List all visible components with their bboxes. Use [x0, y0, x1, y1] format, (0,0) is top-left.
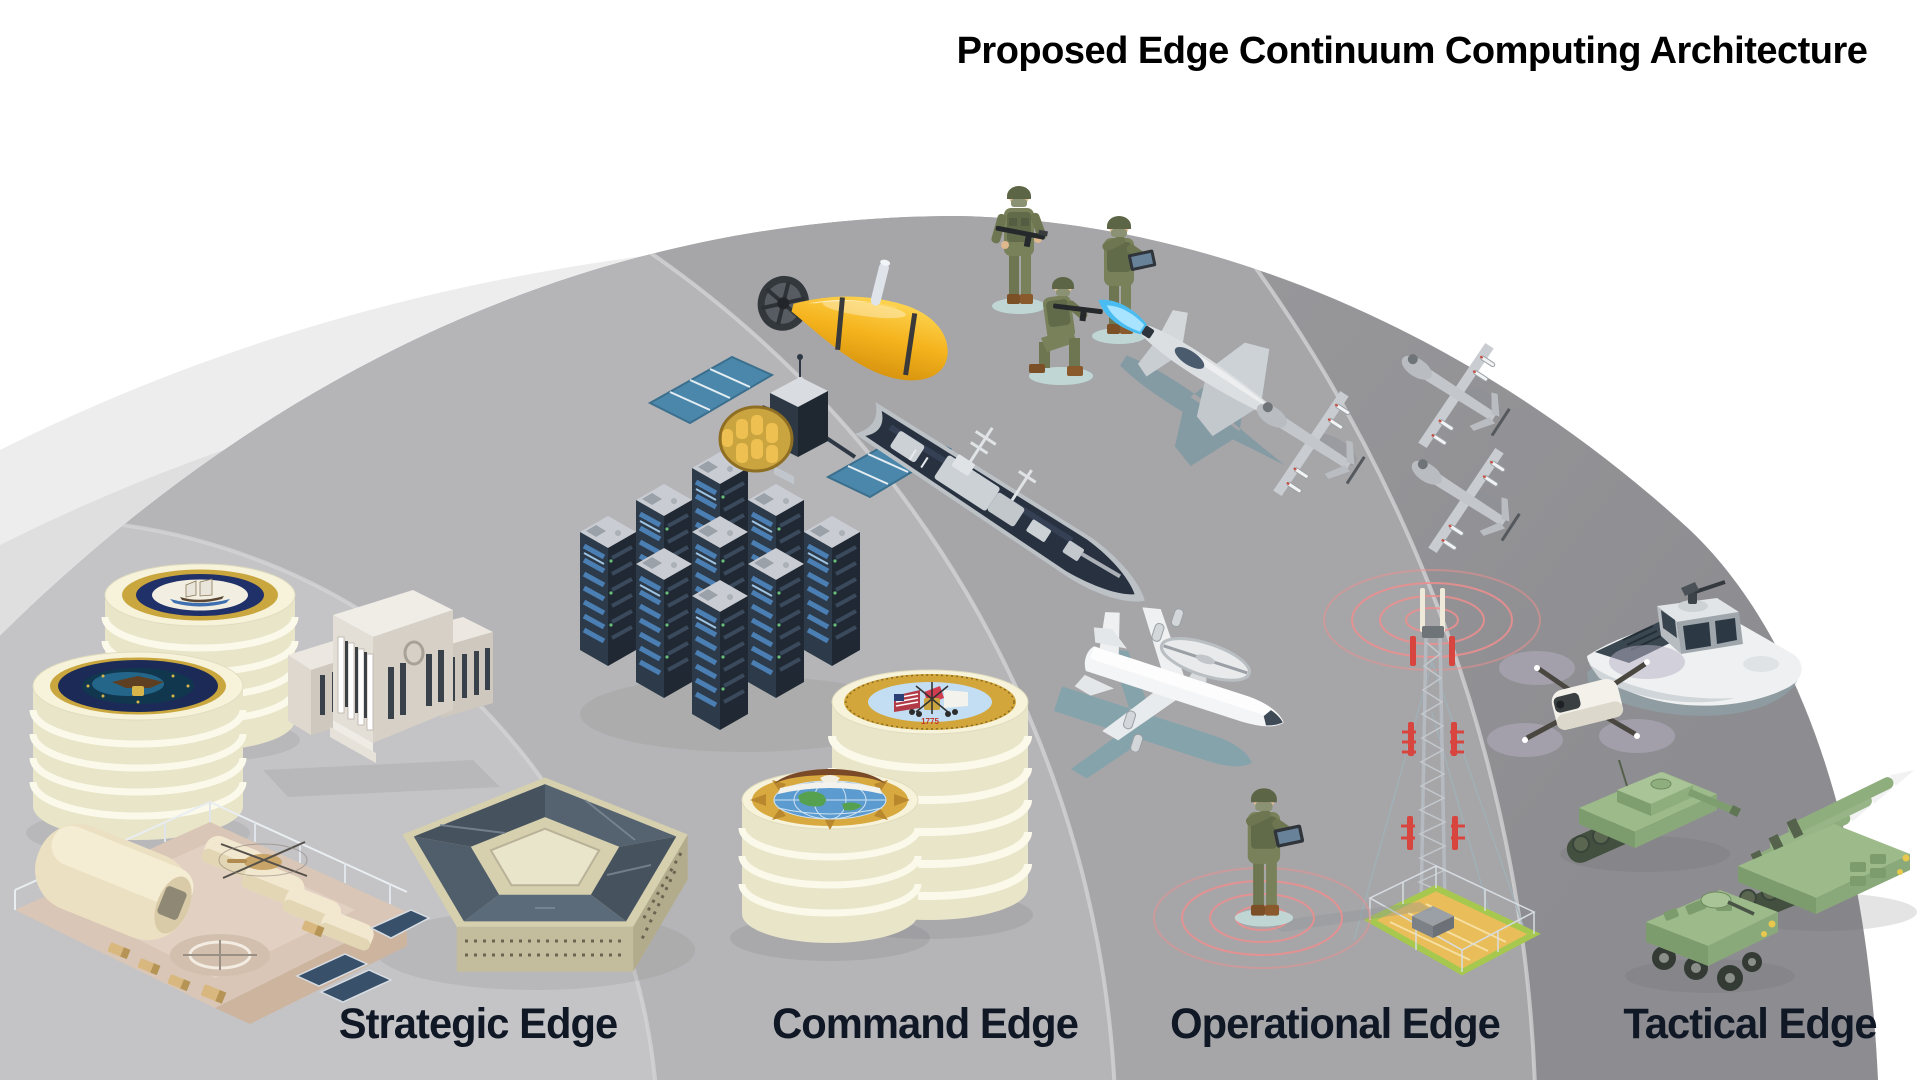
- army-seal-icon: 1775: [844, 674, 1016, 730]
- battle-tank: [1560, 759, 1742, 872]
- cyber-command-seal-icon: [50, 657, 226, 715]
- indo-pacific-seal-icon: [750, 769, 910, 830]
- radar-dome-icon: [1159, 637, 1251, 682]
- svg-text:1775: 1775: [921, 717, 939, 726]
- awacs-aircraft: [1053, 607, 1284, 779]
- propeller-icon: [757, 275, 809, 331]
- navy-seal-icon: [122, 569, 278, 621]
- communications-tower: [1323, 569, 1541, 976]
- cyber-command-coin-stack: [26, 651, 250, 857]
- naval-warship: [854, 402, 1145, 602]
- solar-panels-icon: [295, 909, 431, 1003]
- satellite-dish-icon: [718, 405, 794, 473]
- soldier-with-tablet: [1153, 788, 1432, 969]
- pentagon-building: [375, 777, 695, 990]
- afterburner-flame-icon: [1098, 299, 1147, 335]
- engine-pods-icon: [1122, 608, 1184, 753]
- stealth-fighter-jet: [1098, 299, 1307, 467]
- tank-turret-icon: [1617, 759, 1742, 818]
- tower-compound-icon: [1363, 865, 1541, 976]
- zone-label-operational: Operational Edge: [1170, 1000, 1501, 1048]
- military-base-compound: [14, 801, 431, 1024]
- zone-label-tactical: Tactical Edge: [1623, 1000, 1877, 1048]
- helicopter-icon: [218, 841, 308, 879]
- strategic-band: [0, 519, 658, 1080]
- quadcopter-drone: [1487, 645, 1685, 757]
- armored-personnel-carrier: [1625, 890, 1795, 993]
- underwater-drone: [757, 259, 948, 381]
- server-rack-cluster: [580, 452, 910, 752]
- command-band: [0, 216, 1116, 1080]
- federal-reserve-building: [263, 590, 500, 797]
- boat-cabin-icon: [1657, 598, 1743, 654]
- missile-launcher-vehicle: [1727, 770, 1917, 931]
- apc-turret-icon: [1700, 891, 1755, 916]
- tents-icon: [201, 835, 374, 951]
- hangar-icon: [35, 823, 194, 941]
- trucks-icon: [107, 920, 325, 1004]
- helipad-icon: [170, 934, 270, 976]
- zone-label-strategic: Strategic Edge: [338, 1000, 618, 1048]
- page-title: Proposed Edge Continuum Computing Archit…: [956, 30, 1868, 72]
- boat-gun-icon: [1678, 580, 1726, 612]
- indo-pacific-coin-stack: [730, 769, 930, 961]
- zone-label-command: Command Edge: [772, 1000, 1079, 1048]
